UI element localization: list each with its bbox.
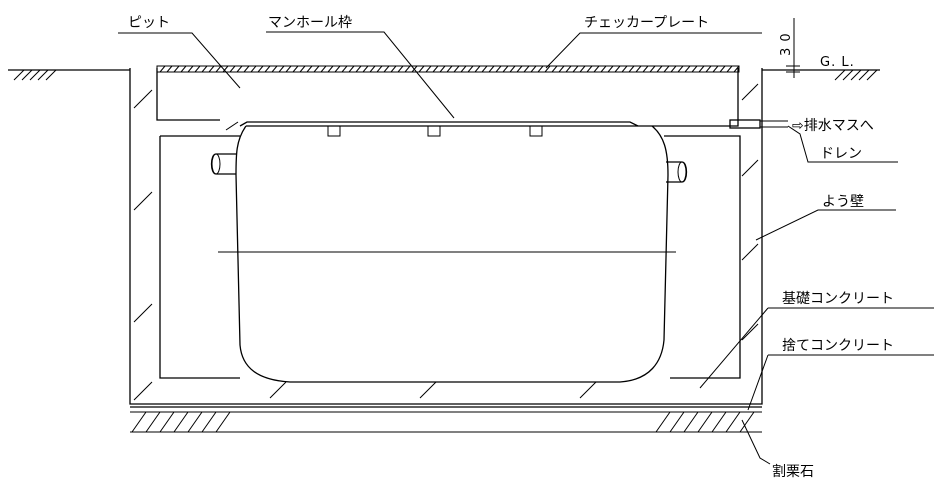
label-checker-plate: チェッカープレート [584,15,709,31]
label-drain: ドレン [820,146,862,162]
label-to-drain-basin: ⇨排水マスへ [792,118,874,134]
drain-pipe [729,119,788,129]
septic-tank-body [210,125,688,383]
checker-plate [156,65,740,73]
ground-surface-right [762,69,880,81]
manhole-frame [239,121,639,137]
leader-lines [118,31,934,465]
ground-surface-left [8,69,130,81]
label-ground-level: G. L. [820,55,855,70]
label-leveling-concrete: 捨てコンクリート [782,337,894,354]
retaining-wall [129,68,763,405]
label-foundation-concrete: 基礎コンクリート [782,290,894,307]
dimension-30: 3 0 [779,18,800,78]
label-retaining-wall: よう壁 [822,194,864,210]
label-crushed-stone: 割栗石 [772,463,814,480]
dimension-value: 3 0 [779,32,794,56]
label-manhole-frame: マンホール枠 [268,15,352,31]
crushed-stone-layer [130,406,762,433]
label-pit: ピット [128,15,170,31]
